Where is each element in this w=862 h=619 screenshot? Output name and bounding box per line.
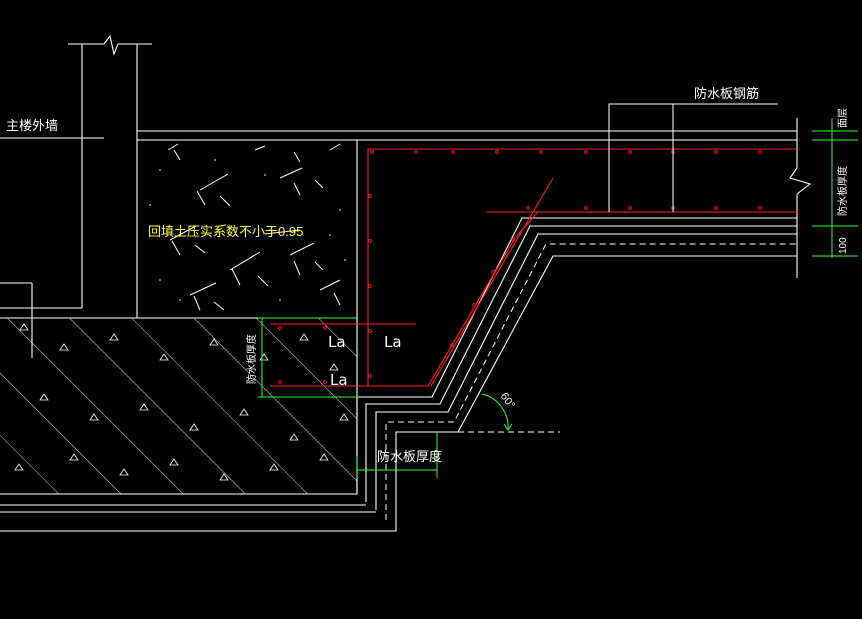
foundation-slab — [0, 317, 358, 495]
right-break-line — [789, 118, 812, 278]
backfill-hatch-marks — [167, 143, 341, 311]
dim-100-label: 100 — [838, 237, 849, 254]
rebar-lines — [270, 148, 797, 387]
slab-thickness-left-label: 防水板厚度 — [245, 334, 258, 384]
slab-thickness-bottom-label: 防水板厚度 — [377, 449, 442, 464]
backfill-dots — [149, 159, 346, 301]
angle-label: 60° — [498, 391, 517, 412]
rebar-label: 防水板钢筋 — [694, 86, 759, 101]
waterproof-layer-dashed — [385, 243, 797, 520]
backfill-label: 回填土压实系数不小于0.95 — [148, 224, 303, 239]
waterproof-slab-outline — [0, 217, 797, 532]
leader-lines — [264, 103, 778, 235]
concrete-aggregate-marks — [14, 323, 349, 481]
la-right-label: La — [384, 333, 402, 351]
slab-thickness-right-label: 防水板厚度 — [836, 166, 849, 216]
dimension-lines — [258, 118, 858, 478]
la-lower-label: La — [330, 371, 348, 389]
backfill-zone — [149, 143, 346, 311]
main-building-wall — [0, 34, 152, 358]
top-finish-lines — [137, 130, 797, 318]
cover-top-label: 面层 — [837, 108, 849, 128]
main-wall-label: 主楼外墙 — [6, 118, 58, 133]
la-upper-label: La — [328, 333, 346, 351]
